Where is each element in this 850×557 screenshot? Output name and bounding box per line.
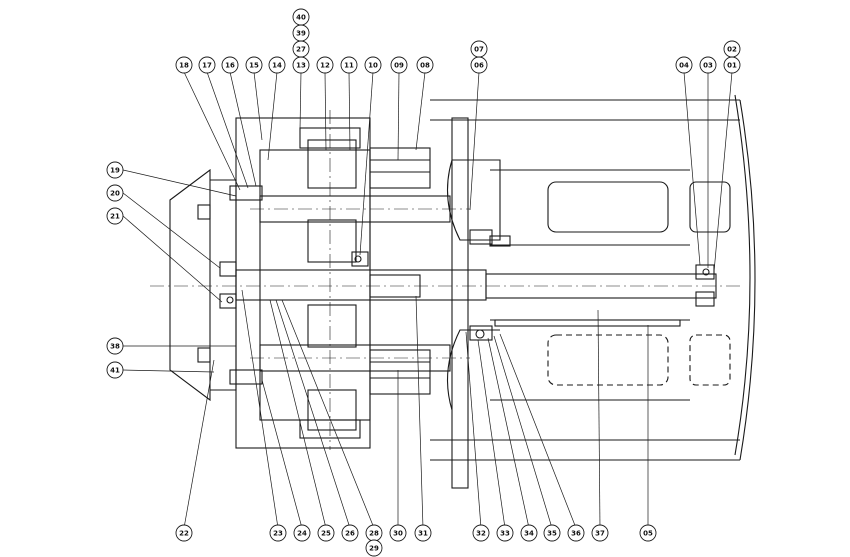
callout-21: 21	[106, 207, 124, 225]
callout-text: 12	[320, 62, 330, 70]
callout-text: 16	[225, 62, 235, 70]
callout-text: 02	[727, 46, 737, 54]
callout-text: 03	[703, 62, 713, 70]
callout-text: 27	[296, 46, 306, 54]
callout-text: 37	[595, 530, 605, 538]
callout-07: 07	[470, 40, 488, 58]
callout-text: 09	[394, 62, 404, 70]
callout-text: 32	[476, 530, 486, 538]
callout-text: 24	[297, 530, 307, 538]
callout-27: 27	[292, 40, 310, 58]
callout-25: 25	[317, 524, 335, 542]
callout-text: 29	[369, 545, 379, 553]
callout-text: 41	[110, 367, 120, 375]
callout-04: 04	[675, 56, 693, 74]
callout-text: 07	[474, 46, 484, 54]
callout-30: 30	[389, 524, 407, 542]
callout-33: 33	[496, 524, 514, 542]
callout-text: 15	[249, 62, 259, 70]
callout-text: 13	[296, 62, 306, 70]
callout-29: 29	[365, 539, 383, 557]
callout-text: 36	[571, 530, 581, 538]
callout-text: 34	[524, 530, 534, 538]
callout-text: 10	[368, 62, 378, 70]
callout-24: 24	[293, 524, 311, 542]
callout-14: 14	[268, 56, 286, 74]
assembly-body	[169, 94, 756, 489]
callout-labels: 40 39 27 13 18 17 16 15 14 12 11 10 09 08 07 06 04 03 02 01…	[106, 8, 741, 557]
callout-35: 35	[543, 524, 561, 542]
callout-text: 20	[110, 190, 120, 198]
callout-text: 35	[547, 530, 557, 538]
centerlines	[150, 110, 740, 450]
callout-36: 36	[567, 524, 585, 542]
callout-02: 02	[723, 40, 741, 58]
callout-text: 14	[272, 62, 282, 70]
callout-19: 19	[106, 161, 124, 179]
callout-22: 22	[175, 524, 193, 542]
callout-text: 19	[110, 167, 120, 175]
callout-18: 18	[175, 56, 193, 74]
callout-31: 31	[414, 524, 432, 542]
callout-08: 08	[416, 56, 434, 74]
callout-text: 22	[179, 530, 189, 538]
callout-11: 11	[340, 56, 358, 74]
callout-text: 17	[202, 62, 212, 70]
callout-text: 01	[727, 62, 737, 70]
callout-13: 13	[292, 56, 310, 74]
callout-32: 32	[472, 524, 490, 542]
callout-text: 40	[296, 14, 306, 22]
callout-20: 20	[106, 184, 124, 202]
callout-01: 01	[723, 56, 741, 74]
callout-09: 09	[390, 56, 408, 74]
callout-12: 12	[316, 56, 334, 74]
callout-text: 38	[110, 343, 120, 351]
callout-05: 05	[639, 524, 657, 542]
callout-23: 23	[269, 524, 287, 542]
callout-34: 34	[520, 524, 538, 542]
callout-06: 06	[470, 56, 488, 74]
callout-38: 38	[106, 337, 124, 355]
callout-text: 05	[643, 530, 653, 538]
callout-40: 40	[292, 8, 310, 26]
callout-28: 28	[365, 524, 383, 542]
callout-text: 08	[420, 62, 430, 70]
callout-text: 23	[273, 530, 283, 538]
callout-text: 25	[321, 530, 331, 538]
callout-text: 39	[296, 30, 306, 38]
callout-17: 17	[198, 56, 216, 74]
callout-text: 26	[345, 530, 355, 538]
callout-15: 15	[245, 56, 263, 74]
callout-16: 16	[221, 56, 239, 74]
callout-10: 10	[364, 56, 382, 74]
callout-41: 41	[106, 361, 124, 379]
callout-text: 21	[110, 213, 120, 221]
callout-text: 11	[344, 62, 354, 70]
leader-lines	[122, 71, 733, 529]
callout-text: 04	[679, 62, 689, 70]
callout-text: 33	[500, 530, 510, 538]
callout-text: 28	[369, 530, 379, 538]
callout-26: 26	[341, 524, 359, 542]
callout-text: 31	[418, 530, 428, 538]
callout-text: 18	[179, 62, 189, 70]
callout-text: 06	[474, 62, 484, 70]
callout-text: 30	[393, 530, 403, 538]
callout-37: 37	[591, 524, 609, 542]
callout-03: 03	[699, 56, 717, 74]
callout-39: 39	[292, 24, 310, 42]
